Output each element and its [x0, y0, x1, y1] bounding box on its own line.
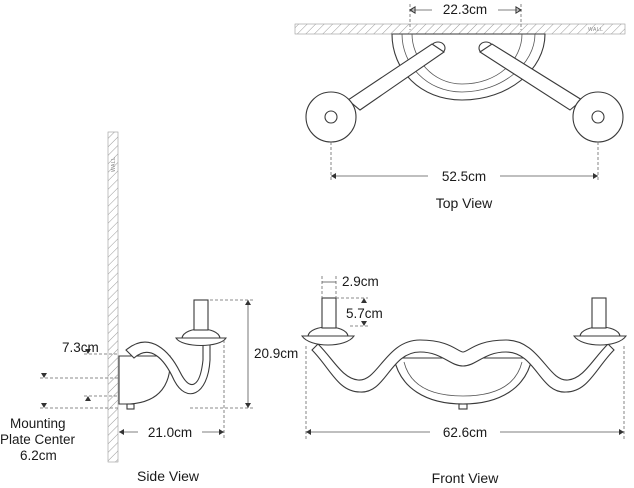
top-view-wall-tag: WALL	[588, 27, 603, 33]
side-view-cup	[175, 337, 227, 347]
side-view-wall-tag: WALL	[111, 157, 117, 172]
front-view-right-cup	[572, 335, 628, 346]
front-view-left-candle	[321, 297, 337, 329]
top-view-left-shade	[305, 91, 357, 143]
top-view-plate-width-dim: 22.3cm	[443, 2, 487, 17]
front-view-arm	[311, 339, 615, 393]
side-view-mounting-label-line2: Plate Center	[0, 432, 76, 447]
front-view-right-candle	[591, 297, 607, 329]
side-view-arm	[125, 339, 211, 395]
side-view-title: Side View	[137, 468, 200, 484]
side-view-height-dim: 20.9cm	[254, 346, 298, 361]
side-view-backplate	[118, 355, 171, 405]
top-view-left-arm	[347, 43, 445, 111]
top-view-overall-width-dim: 52.5cm	[442, 169, 486, 184]
front-view-cup-height-dim: 5.7cm	[346, 306, 383, 321]
side-view-wall	[107, 131, 119, 463]
front-view-overall-width-dim: 62.6cm	[443, 425, 487, 440]
top-view-wall	[294, 23, 626, 35]
side-view-projection-dim: 21.0cm	[148, 425, 192, 440]
side-view-arm-offset-dim: 7.3cm	[62, 340, 99, 355]
side-view-mounting-label-line1: Mounting	[10, 416, 66, 431]
top-view-right-shade	[572, 91, 624, 143]
side-view-candle	[193, 299, 209, 331]
side-view-mounting-value: 6.2cm	[20, 448, 57, 463]
top-view: WALL 22.3cm 52.5cm Top View	[294, 2, 626, 211]
front-view-left-cup	[300, 335, 356, 346]
front-view: 2.9cm 5.7cm 62.6cm Front View	[300, 274, 628, 486]
side-view: WALL 20.9cm 7.3cm Mounting Plate Center …	[0, 131, 318, 484]
top-view-title: Top View	[436, 195, 493, 211]
front-view-title: Front View	[432, 470, 500, 486]
front-view-cup-width-dim: 2.9cm	[342, 274, 379, 289]
